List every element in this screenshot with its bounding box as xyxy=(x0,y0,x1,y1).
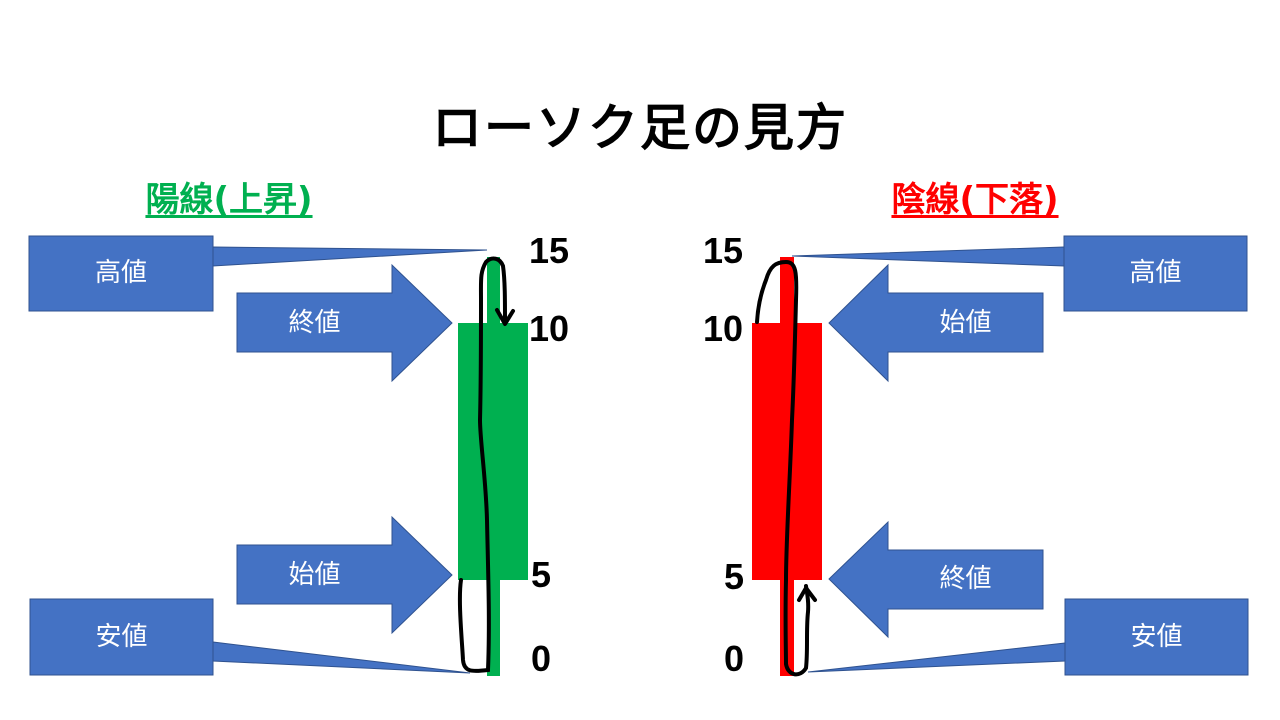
label-open-bear: 始値 xyxy=(939,308,992,338)
arrow-open-bull xyxy=(236,515,453,635)
bull-body xyxy=(458,323,528,580)
tick-5-bull: 5 xyxy=(531,554,552,595)
callout-tail-high-bear xyxy=(791,246,1065,267)
tick-10-bear: 10 xyxy=(703,308,744,349)
tick-15-bear: 15 xyxy=(703,230,744,271)
label-high-bear: 高値 xyxy=(1129,258,1182,288)
bull-arrowhead xyxy=(495,308,515,326)
callout-box-low-bull xyxy=(29,598,214,676)
callout-box-high-bull xyxy=(28,235,214,312)
arrow-close-bull xyxy=(236,263,453,383)
label-close-bear: 終値 xyxy=(939,564,992,594)
bear-arrowhead xyxy=(797,586,817,602)
bear-price-path-stroke xyxy=(755,259,811,677)
label-high-bull: 高値 xyxy=(94,258,147,288)
tick-0-bull: 0 xyxy=(531,638,552,679)
bullish-heading: 陽線(上昇) xyxy=(145,180,313,220)
callout-box-low-bear xyxy=(1064,598,1249,676)
callout-box-high-bear xyxy=(1063,235,1248,312)
tick-5-bear: 5 xyxy=(724,556,745,597)
tick-0-bear: 0 xyxy=(724,638,745,679)
label-close-bull: 終値 xyxy=(288,308,341,338)
page-title: ローソク足の見方 xyxy=(432,99,848,157)
tick-10-bull: 10 xyxy=(529,308,570,349)
bearish-heading: 陰線(下落) xyxy=(891,180,1059,220)
label-open-bull: 始値 xyxy=(288,560,341,590)
arrow-close-bear xyxy=(828,520,1044,639)
tick-15-bull: 15 xyxy=(529,230,570,271)
callout-tail-low-bull xyxy=(212,641,471,674)
callout-tail-high-bull xyxy=(212,246,488,267)
label-low-bear: 安値 xyxy=(1130,622,1183,652)
bull-price-path-stroke xyxy=(457,256,507,673)
arrow-open-bear xyxy=(828,263,1044,383)
label-low-bull: 安値 xyxy=(95,622,148,652)
callout-tail-low-bear xyxy=(807,642,1066,673)
